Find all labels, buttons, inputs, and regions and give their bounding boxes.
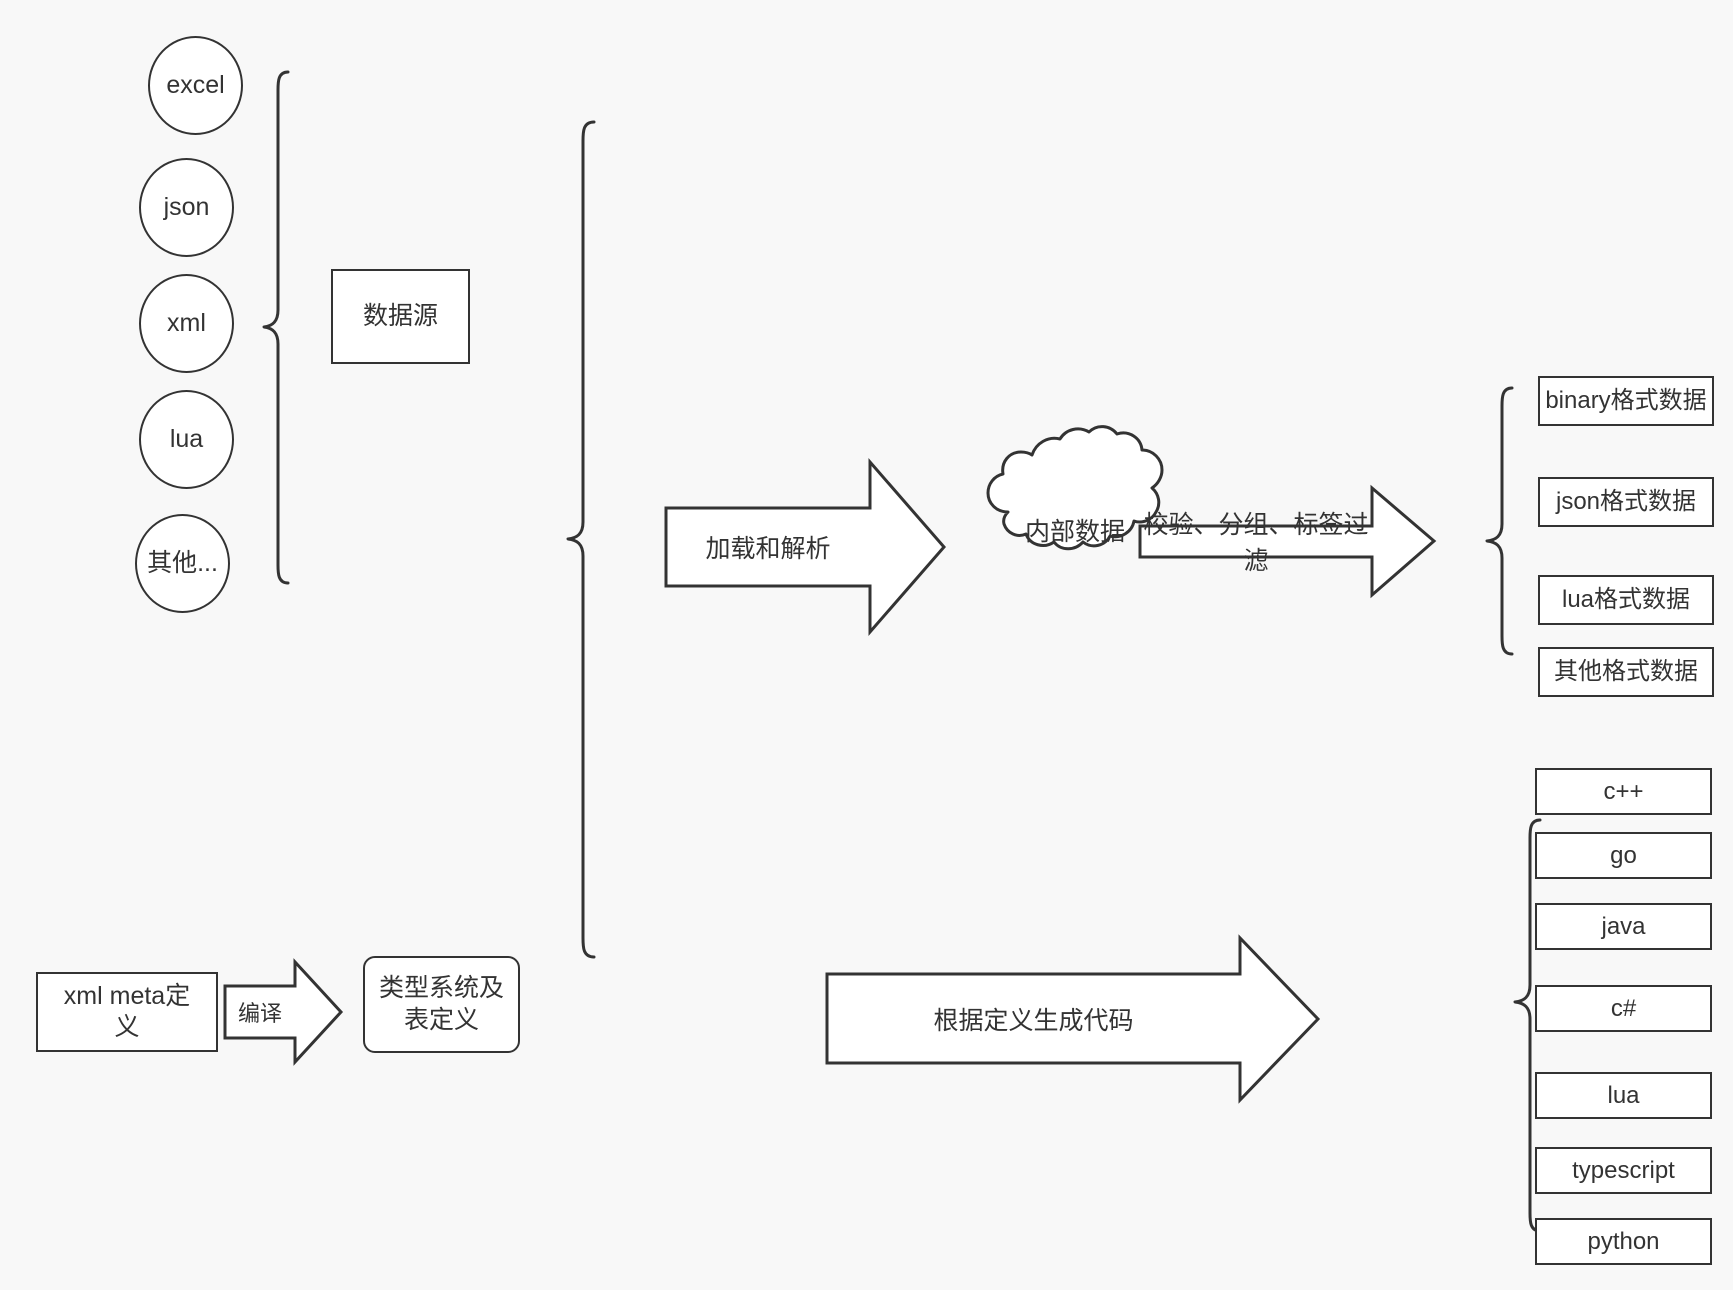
source-node-xml[interactable]: xml bbox=[139, 274, 234, 373]
output-format-binary[interactable]: binary格式数据 bbox=[1538, 376, 1714, 426]
output-language-cpp[interactable]: c++ bbox=[1535, 768, 1712, 815]
output-language-label: go bbox=[1610, 841, 1637, 869]
output-language-label: lua bbox=[1607, 1081, 1640, 1109]
source-node-label: json bbox=[163, 192, 210, 221]
source-node-excel[interactable]: excel bbox=[148, 36, 243, 135]
output-format-other[interactable]: 其他格式数据 bbox=[1538, 647, 1714, 697]
data-formats-brace bbox=[1485, 386, 1514, 656]
output-language-label: typescript bbox=[1572, 1156, 1675, 1184]
internal-data-cloud-label: 内部数据 bbox=[988, 510, 1162, 550]
type-system-box[interactable]: 类型系统及表定义 bbox=[363, 956, 520, 1053]
output-format-label: 其他格式数据 bbox=[1554, 658, 1698, 685]
source-node-other[interactable]: 其他... bbox=[135, 514, 230, 613]
internal-data-cloud-shape bbox=[986, 425, 1164, 551]
load-parse-arrow-shape bbox=[664, 457, 946, 637]
output-language-lua[interactable]: lua bbox=[1535, 1072, 1712, 1119]
type-system-label: 类型系统及表定义 bbox=[378, 974, 504, 1034]
source-node-json[interactable]: json bbox=[139, 158, 234, 257]
output-language-go[interactable]: go bbox=[1535, 832, 1712, 879]
output-format-label: lua格式数据 bbox=[1561, 586, 1691, 613]
codegen-arrow-shape bbox=[825, 934, 1321, 1104]
xml-meta-definition-box[interactable]: xml meta定义 bbox=[36, 972, 218, 1052]
source-node-label: lua bbox=[169, 424, 204, 453]
filter-arrow-shape bbox=[1138, 484, 1437, 599]
output-format-label: binary格式数据 bbox=[1545, 387, 1707, 414]
output-format-label: json格式数据 bbox=[1555, 488, 1697, 515]
output-language-csharp[interactable]: c# bbox=[1535, 985, 1712, 1032]
sources-brace bbox=[262, 70, 290, 585]
output-language-python[interactable]: python bbox=[1535, 1218, 1712, 1265]
center-brace bbox=[566, 120, 596, 959]
data-source-box[interactable]: 数据源 bbox=[331, 269, 470, 364]
output-format-lua[interactable]: lua格式数据 bbox=[1538, 575, 1714, 625]
output-language-java[interactable]: java bbox=[1535, 903, 1712, 950]
languages-brace bbox=[1513, 818, 1542, 1233]
source-node-label: excel bbox=[166, 70, 225, 99]
output-language-label: java bbox=[1601, 912, 1646, 940]
internal-data-cloud-text: 内部数据 bbox=[1024, 518, 1125, 546]
compile-arrow-shape bbox=[223, 958, 344, 1066]
output-language-label: c++ bbox=[1603, 777, 1644, 805]
output-language-typescript[interactable]: typescript bbox=[1535, 1147, 1712, 1194]
source-node-lua[interactable]: lua bbox=[139, 390, 234, 489]
data-source-box-label: 数据源 bbox=[362, 301, 438, 330]
output-language-label: python bbox=[1587, 1227, 1660, 1255]
source-node-label: xml bbox=[167, 308, 206, 337]
output-format-json[interactable]: json格式数据 bbox=[1538, 477, 1714, 527]
xml-meta-definition-label: xml meta定义 bbox=[63, 981, 191, 1041]
output-language-label: c# bbox=[1610, 994, 1637, 1022]
source-node-label: 其他... bbox=[147, 548, 218, 577]
